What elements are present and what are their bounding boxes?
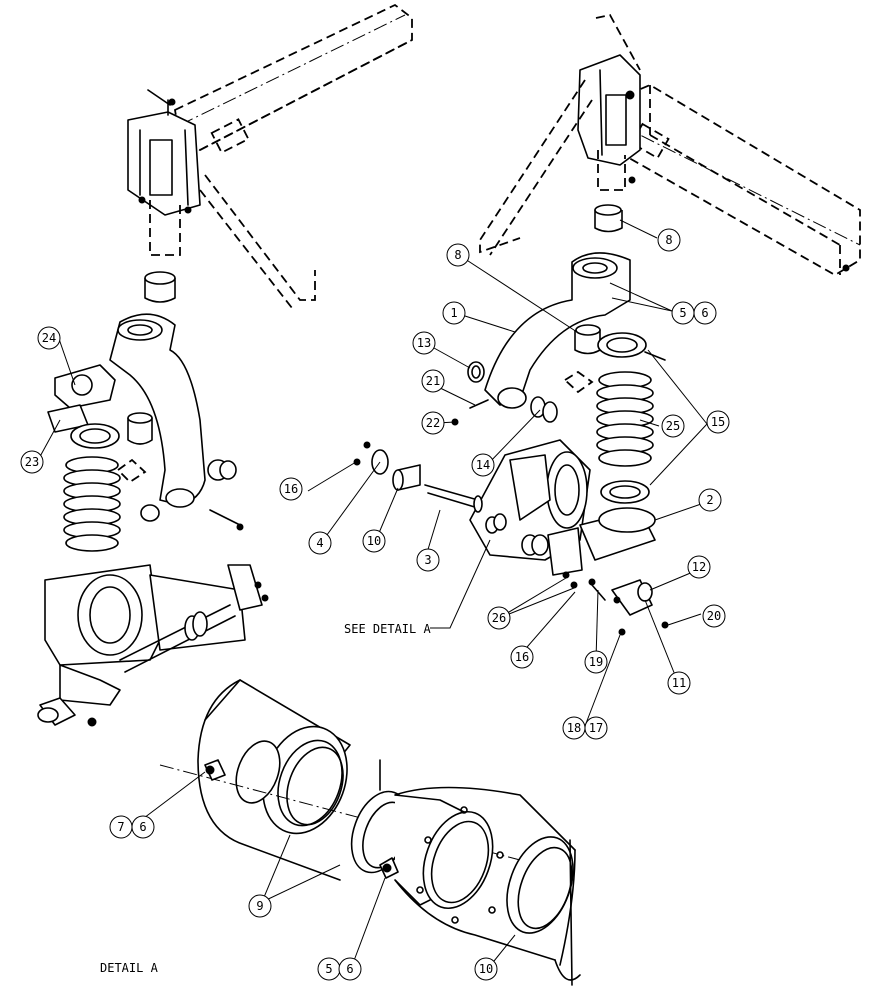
left-spring-seat xyxy=(47,364,153,484)
right-axle-housing xyxy=(469,439,656,589)
right-loose-parts xyxy=(353,361,669,636)
leader-lines xyxy=(36,219,708,967)
detail-a-drawing xyxy=(159,679,581,986)
callout-8-right: 8 xyxy=(665,233,672,247)
callout-9: 9 xyxy=(256,899,263,913)
callout-11: 11 xyxy=(672,676,686,690)
right-spring-seat xyxy=(563,324,666,394)
left-coil-spring xyxy=(63,456,121,552)
callout-19: 19 xyxy=(589,655,603,669)
see-detail-label: SEE DETAIL A xyxy=(344,622,431,636)
callout-18: 18 xyxy=(567,721,581,735)
callout-17: 17 xyxy=(589,721,603,735)
callout-16-upper: 16 xyxy=(284,482,298,496)
callout-6-detail: 6 xyxy=(346,962,353,976)
callout-5-upper: 5 xyxy=(679,306,686,320)
callout-23: 23 xyxy=(25,455,39,469)
left-bushing xyxy=(144,271,176,303)
right-axle-arm xyxy=(484,252,631,409)
callout-7: 7 xyxy=(117,820,124,834)
right-mount-bracket xyxy=(479,13,641,256)
right-bushing xyxy=(594,204,623,233)
callout-10-upper: 10 xyxy=(367,534,381,548)
left-axle-arm xyxy=(109,313,244,531)
callout-5-detail: 5 xyxy=(325,962,332,976)
left-mount-bracket xyxy=(127,89,316,309)
right-frame-beam xyxy=(614,83,861,277)
detail-a-title: DETAIL A xyxy=(100,961,159,975)
left-axle-housing xyxy=(37,564,269,727)
callout-8-left: 8 xyxy=(454,248,461,262)
left-frame-beam xyxy=(174,3,413,154)
callout-10-detail: 10 xyxy=(479,962,493,976)
callout-1: 1 xyxy=(450,306,457,320)
callout-6-detail-left: 6 xyxy=(139,820,146,834)
callout-bubbles: 1 2 3 4 5 6 5 6 6 7 8 8 9 10 10 11 12 13… xyxy=(20,228,730,981)
callout-3: 3 xyxy=(424,553,431,567)
callout-15: 15 xyxy=(711,415,725,429)
callout-20: 20 xyxy=(707,609,721,623)
callout-24: 24 xyxy=(42,331,56,345)
callout-6-upper: 6 xyxy=(701,306,708,320)
callout-14: 14 xyxy=(476,458,490,472)
callout-16-lower: 16 xyxy=(515,650,529,664)
right-coil-spring xyxy=(596,371,654,504)
callout-4: 4 xyxy=(316,536,323,550)
callout-21: 21 xyxy=(426,374,440,388)
callout-22: 22 xyxy=(426,416,440,430)
callout-12: 12 xyxy=(692,560,706,574)
callout-26: 26 xyxy=(492,611,506,625)
callout-2: 2 xyxy=(706,493,713,507)
callout-13: 13 xyxy=(417,336,431,350)
callout-25: 25 xyxy=(666,419,680,433)
